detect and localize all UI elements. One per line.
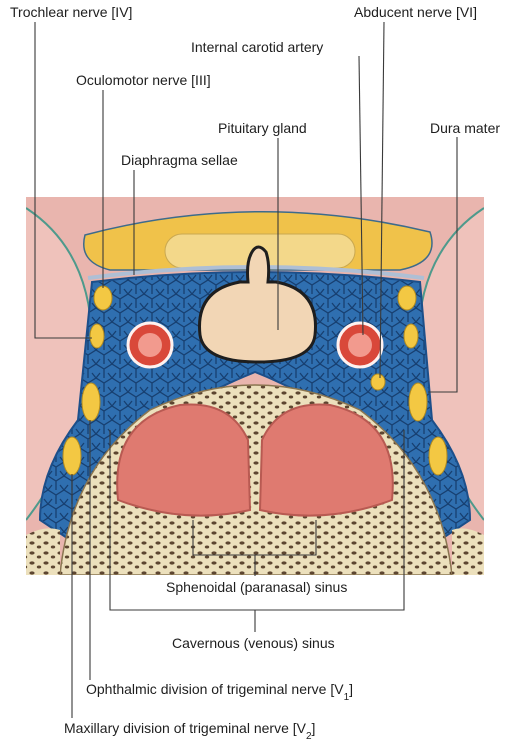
left-maxillary-nerve (62, 436, 82, 476)
pituitary-gland (198, 245, 318, 364)
abducent-label: Abducent nerve [VI] (354, 4, 477, 20)
left-trochlear-nerve (89, 323, 105, 349)
dura-mater-label: Dura mater (430, 120, 500, 136)
labels: Trochlear nerve [IV] Abducent nerve [VI]… (10, 4, 500, 742)
carotid-leader (358, 55, 364, 336)
leader-lines (34, 21, 458, 718)
right-oculomotor-nerve (397, 285, 417, 311)
bone-left-edge (26, 528, 60, 575)
trochlear-leader (34, 22, 92, 339)
right-trochlear-nerve (403, 323, 419, 349)
left-sphenoidal-sinus (116, 403, 252, 517)
maxillary-division-label: Maxillary division of trigeminal nerve [… (64, 720, 315, 742)
right-maxillary-nerve (428, 436, 448, 476)
internal-carotid-label: Internal carotid artery (191, 39, 323, 55)
abducent-leader (379, 21, 385, 379)
figure-body (26, 197, 484, 575)
left-ophthalmic-nerve (81, 382, 101, 422)
ophthalmic-division-label: Ophthalmic division of trigeminal nerve … (86, 681, 353, 703)
right-abducent-nerve (370, 373, 386, 391)
bone-right-edge (452, 528, 484, 575)
left-oculomotor-nerve (93, 285, 113, 311)
right-sphenoidal-sinus (258, 403, 394, 517)
right-carotid-lumen (348, 333, 372, 357)
cavernous-sinus-label: Cavernous (venous) sinus (172, 635, 335, 651)
trochlear-label: Trochlear nerve [IV] (10, 4, 132, 20)
left-carotid-lumen (138, 333, 162, 357)
right-ophthalmic-nerve (408, 382, 428, 422)
cavernous-bracket (109, 430, 405, 611)
sphenoidal-sinus-label: Sphenoidal (paranasal) sinus (166, 579, 347, 595)
diaphragma-sellae-label: Diaphragma sellae (121, 152, 238, 168)
dura-leader (428, 137, 458, 393)
oculomotor-label: Oculomotor nerve [III] (76, 72, 211, 88)
pituitary-label: Pituitary gland (218, 120, 307, 136)
